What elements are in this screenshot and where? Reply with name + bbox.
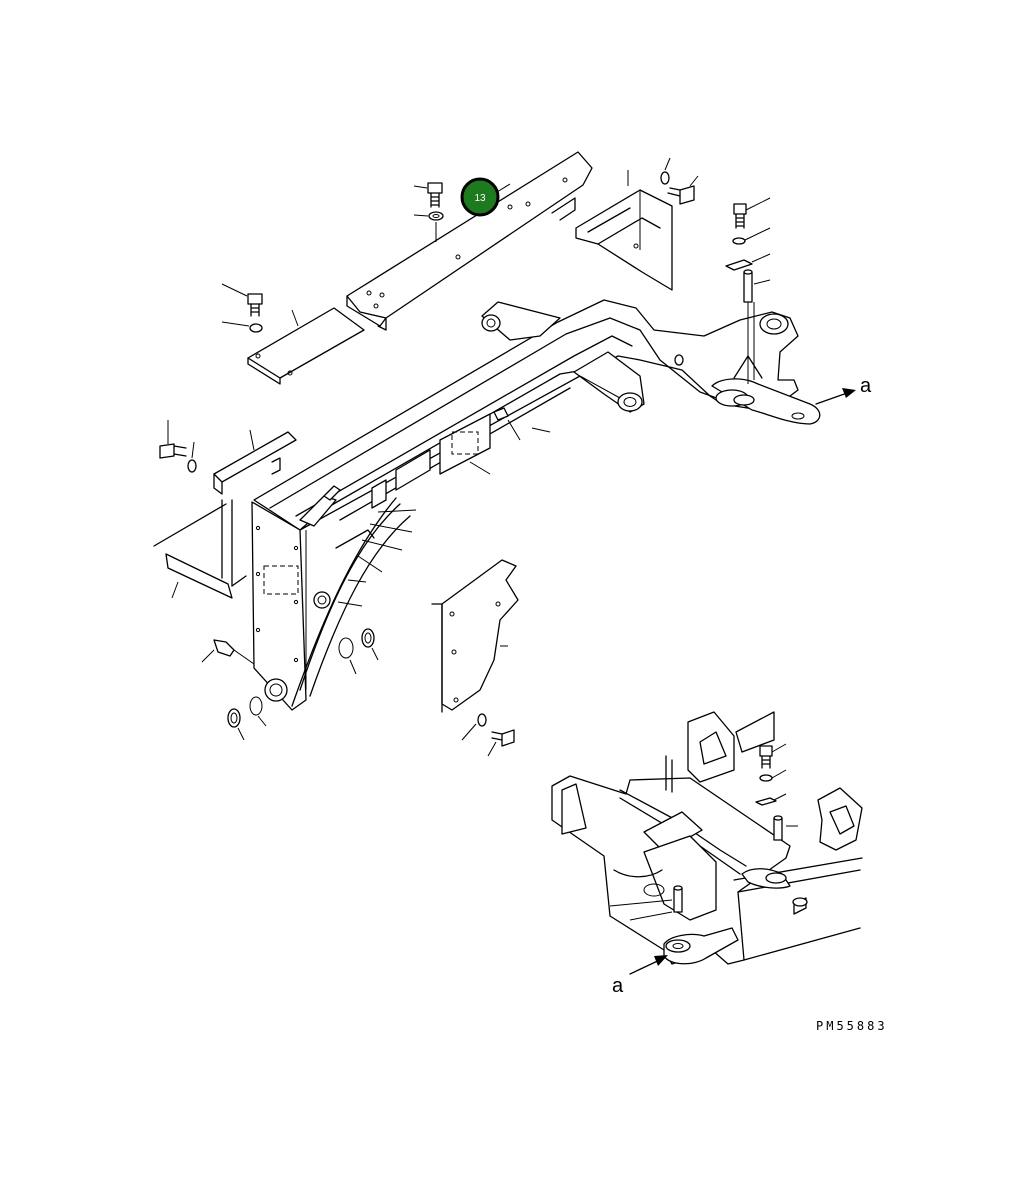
- drawing-code: PM55883: [816, 1019, 888, 1033]
- left-bracket: [153, 420, 297, 599]
- callout-13[interactable]: 13: [460, 177, 500, 217]
- svg-text:a: a: [860, 375, 872, 397]
- main-frame: [251, 299, 821, 711]
- cover-plate-left: [221, 283, 365, 385]
- svg-text:13: 13: [474, 193, 486, 204]
- svg-text:a: a: [612, 975, 624, 997]
- ref-arrow-bottom: a: [612, 955, 668, 997]
- bolt-top-left: [413, 182, 444, 242]
- bracket-top-right: [575, 157, 699, 291]
- bolt-right-stack: [725, 197, 771, 303]
- side-plate-center: [431, 559, 519, 757]
- ref-arrow-top: a: [815, 375, 872, 405]
- seals-left: [201, 509, 417, 741]
- inset-view: [551, 711, 863, 965]
- top-cover-plate: [346, 151, 593, 331]
